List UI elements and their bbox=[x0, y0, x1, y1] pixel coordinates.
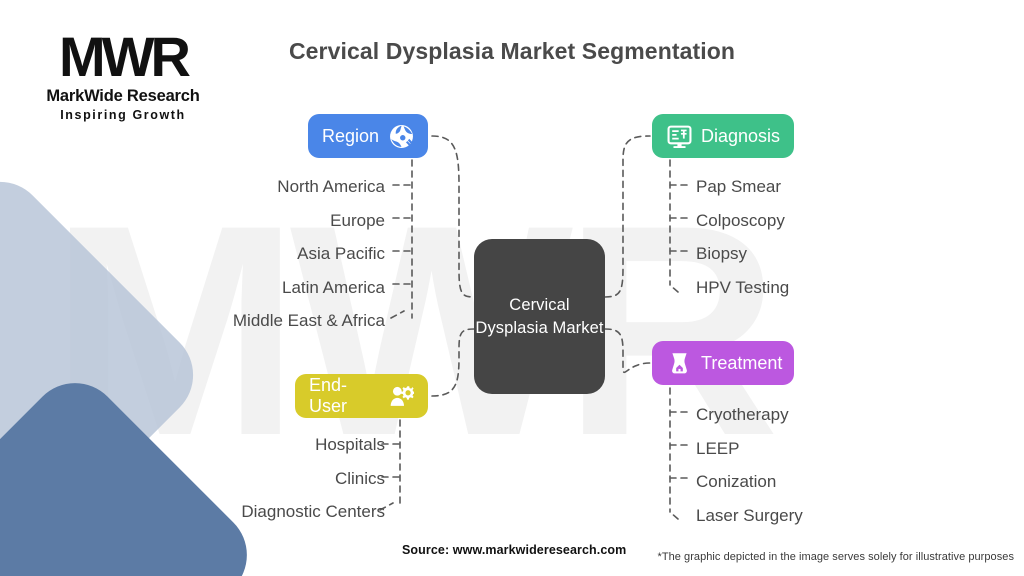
connector-center-treatment bbox=[604, 328, 651, 374]
tooth-icon bbox=[666, 350, 692, 376]
monitor-icon bbox=[666, 123, 692, 149]
branch-badge-diagnosis[interactable]: Diagnosis bbox=[652, 114, 794, 158]
logo-tagline: Inspiring Growth bbox=[60, 108, 186, 122]
logo-mark: MWR bbox=[59, 25, 191, 88]
leaf-item: Biopsy bbox=[696, 244, 748, 263]
leaf-list-diagnosis: Pap Smear Colposcopy Biopsy HPV Testing bbox=[696, 170, 789, 304]
leaf-item: LEEP bbox=[696, 438, 740, 458]
globe-icon bbox=[388, 123, 414, 149]
leaf-item: Laser Surgery bbox=[696, 505, 803, 525]
leaf-item: Latin America bbox=[282, 277, 385, 297]
leaf-item: Diagnostic Centers bbox=[241, 502, 385, 521]
leaf-list-region: North America Europe Asia Pacific Latin … bbox=[0, 170, 385, 338]
leaf-item: Clinics bbox=[334, 468, 385, 488]
logo-company-name: MarkWide Research bbox=[46, 87, 200, 105]
connector-region-center bbox=[431, 135, 475, 298]
connector-treatment-stubs bbox=[669, 411, 689, 520]
page-title: Cervical Dysplasia Market Segmentation bbox=[288, 38, 736, 64]
branch-label-enduser: End-User bbox=[309, 375, 348, 416]
source-note: Source: www.markwideresearch.com bbox=[402, 543, 627, 557]
leaf-item: Colposcopy bbox=[696, 210, 785, 230]
leaf-item: North America bbox=[277, 177, 385, 196]
branch-badge-treatment[interactable]: Treatment bbox=[652, 341, 794, 385]
leaf-item: Hospitals bbox=[315, 435, 385, 454]
center-node: Cervical Dysplasia Market bbox=[474, 239, 605, 394]
connector-region-stubs bbox=[390, 184, 413, 319]
leaf-item: HPV Testing bbox=[696, 277, 790, 297]
connector-diagnosis-stubs bbox=[669, 184, 689, 293]
leaf-item: Middle East & Africa bbox=[232, 311, 385, 330]
leaf-item: Asia Pacific bbox=[297, 244, 385, 263]
branch-badge-region[interactable]: Region bbox=[308, 114, 428, 158]
leaf-item: Pap Smear bbox=[696, 177, 782, 196]
branch-badge-enduser[interactable]: End-User bbox=[295, 374, 428, 418]
leaf-item: Europe bbox=[330, 210, 385, 230]
center-node-label: Cervical Dysplasia Market bbox=[475, 295, 604, 337]
branch-label-diagnosis: Diagnosis bbox=[701, 125, 781, 146]
connector-enduser-center bbox=[431, 328, 475, 397]
user-gear-icon bbox=[388, 383, 414, 409]
leaf-list-treatment: Cryotherapy LEEP Conization Laser Surger… bbox=[696, 398, 803, 532]
leaf-list-enduser: Hospitals Clinics Diagnostic Centers bbox=[0, 428, 385, 529]
leaf-item: Conization bbox=[696, 472, 777, 491]
disclaimer-note: *The graphic depicted in the image serve… bbox=[657, 551, 1014, 563]
branch-label-region: Region bbox=[321, 125, 379, 146]
branch-label-treatment: Treatment bbox=[701, 352, 783, 373]
leaf-item: Cryotherapy bbox=[696, 405, 789, 424]
brand-logo: MWR MarkWide Research Inspiring Growth bbox=[28, 25, 218, 123]
connector-center-diagnosis bbox=[604, 135, 651, 298]
